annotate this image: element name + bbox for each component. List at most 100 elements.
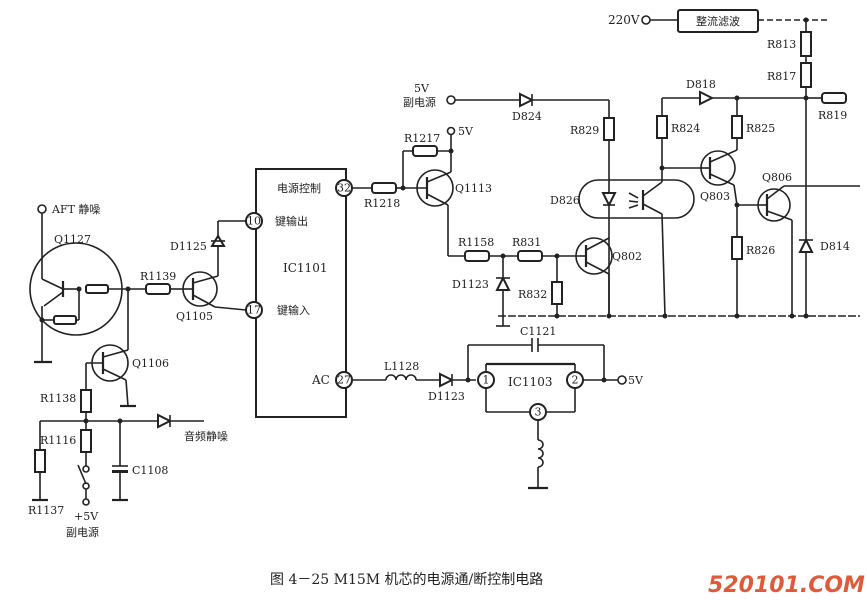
q802-section: R1158 R831 D1123 R832 Q802	[448, 236, 642, 327]
resistor-r824	[656, 115, 668, 139]
q1113-section: 5V R1217 Q1113 R1218	[351, 125, 492, 256]
ac-terminal	[641, 15, 651, 25]
label-c1108: C1108	[132, 464, 168, 477]
resistor-r826	[731, 236, 743, 260]
label-q802: Q802	[612, 250, 642, 263]
pin-32-number: 32	[337, 182, 351, 195]
standby-supply: 5V 副电源 D824 R829	[403, 82, 615, 316]
rectifier-filter-label: 整流滤波	[696, 14, 740, 28]
ic1103-5v-terminal	[617, 375, 627, 385]
label-r829: R829	[570, 124, 599, 137]
label-r1138: R1138	[40, 392, 76, 405]
ic1103-5v-label: 5V	[628, 374, 644, 387]
standby-5v-label: 5V	[414, 82, 430, 95]
ic1103-name: IC1103	[508, 375, 552, 389]
audio-mute-label: 音频静噪	[184, 429, 228, 443]
resistor-r829	[603, 117, 615, 141]
resistor-r1139	[145, 283, 171, 295]
pin-10-number: 10	[247, 215, 261, 228]
label-r817: R817	[767, 70, 796, 83]
ic1101-name: IC1101	[283, 261, 327, 275]
aft-section: AFT 静噪 Q1127 R1139 Q1105	[29, 202, 247, 364]
transistor-q806: Q806	[757, 171, 860, 316]
resistor-r817	[800, 62, 812, 88]
ic1101-pin-32	[335, 179, 353, 197]
diode-d818	[699, 90, 715, 106]
ac-input-label: 220V	[608, 13, 640, 27]
label-q1113: Q1113	[455, 182, 492, 195]
label-d818: D818	[686, 78, 716, 91]
resistor-r1218	[371, 182, 397, 194]
resistor-r1116	[80, 429, 92, 453]
label-q1106: Q1106	[132, 357, 169, 370]
pin-10-label: 键输出	[275, 214, 308, 228]
label-r832: R832	[518, 288, 547, 301]
diode-audio-mute	[157, 413, 173, 429]
label-d1123: D1123	[428, 390, 465, 403]
label-d1125: D1125	[170, 240, 207, 253]
label-r1139: R1139	[140, 270, 176, 283]
label-r813: R813	[767, 38, 796, 51]
resistor-r1137	[34, 449, 46, 473]
aft-terminal	[37, 204, 47, 214]
standby-5v-name: 副电源	[403, 95, 436, 109]
watermark-logo: 520101.COM	[708, 573, 865, 598]
label-c1121: C1121	[520, 325, 556, 338]
audio-mute-section: Q1106 R1138 音频静噪 R1137 R1116 +5V 副电源	[28, 289, 228, 539]
label-q1127: Q1127	[54, 233, 91, 246]
label-q1105: Q1105	[176, 310, 213, 323]
pin-27-label: AC	[311, 373, 330, 387]
resistor-r813	[800, 31, 812, 57]
label-d826: D826	[550, 194, 580, 207]
ac-input: 220V 整流滤波 R813 R817 R819	[608, 9, 847, 316]
diode-d1123	[439, 372, 455, 388]
label-r1158: R1158	[458, 236, 494, 249]
label-r1217: R1217	[404, 132, 440, 145]
ic1103-pin-1-number: 1	[483, 374, 490, 387]
label-d1123-zener: D1123	[452, 278, 489, 291]
resistor-r1217	[412, 145, 438, 157]
label-l1128: L1128	[384, 360, 419, 373]
pin-27-number: 27	[337, 374, 351, 387]
pin-17-number: 17	[247, 304, 261, 317]
aft-mute-label: AFT 静噪	[51, 202, 100, 216]
diode-d824	[519, 92, 535, 108]
figure-caption: 图 4－25 M15M 机芯的电源通/断控制电路	[270, 572, 543, 588]
switch-5v-name: 副电源	[66, 525, 99, 539]
pin-32-label: 电源控制	[277, 181, 321, 195]
switch-contact	[82, 465, 90, 473]
resistor-r1138	[80, 389, 92, 413]
transistor-q1105	[182, 271, 218, 307]
label-r819: R819	[818, 109, 847, 122]
q1113-5v-terminal	[446, 126, 456, 136]
resistor-r1158	[464, 250, 490, 262]
label-r824: R824	[671, 122, 700, 135]
ic1103-pin-2-number: 2	[572, 374, 579, 387]
switch-5v-label: +5V	[74, 510, 99, 523]
label-r1116: R1116	[40, 434, 76, 447]
resistor-r819	[821, 92, 847, 104]
q1113-5v-label: 5V	[458, 125, 474, 138]
rectifier-filter-block	[677, 9, 759, 33]
transistor-q803: Q803 R826	[700, 149, 775, 316]
label-r1218: R1218	[364, 197, 400, 210]
label-d814: D814	[820, 240, 850, 253]
optocoupler-d826: D826	[550, 179, 695, 317]
resistor-r825	[731, 115, 743, 139]
diode-d814: D814	[798, 237, 850, 253]
label-r826: R826	[746, 244, 775, 257]
power-switch	[77, 464, 87, 485]
label-d824: D824	[512, 110, 542, 123]
label-r831: R831	[512, 236, 541, 249]
ic1103-pin-3-number: 3	[535, 406, 542, 419]
resistor-r831	[517, 250, 543, 262]
label-r1137: R1137	[28, 504, 64, 517]
transistor-q802	[575, 237, 613, 275]
resistor-r832	[551, 281, 563, 305]
ic1103-pin-1	[477, 371, 495, 389]
zener-d1123	[495, 275, 511, 291]
d818-branch: D818 R824 R825	[656, 78, 806, 182]
label-q806: Q806	[762, 171, 792, 184]
label-r825: R825	[746, 122, 775, 135]
